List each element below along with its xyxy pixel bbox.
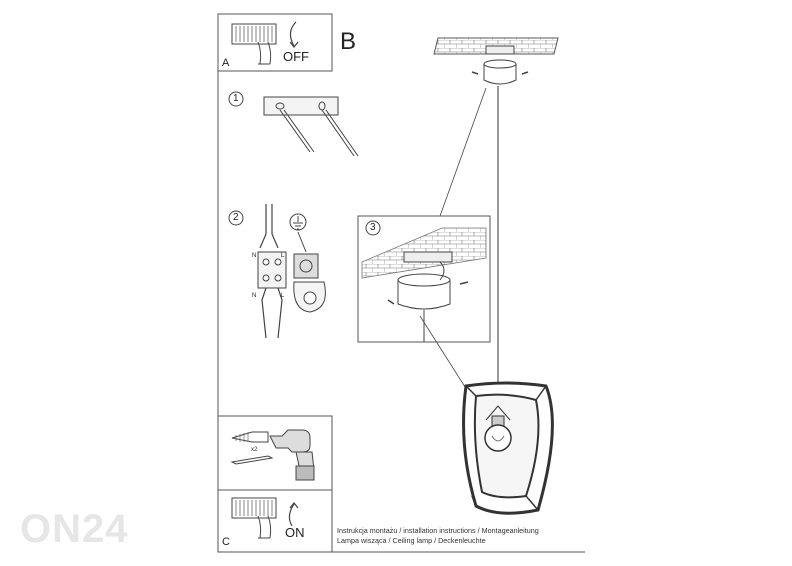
watermark-logo: ON24	[20, 507, 129, 551]
step-2-number: 2	[233, 212, 239, 223]
light-bulb-icon	[484, 424, 512, 452]
tools-panel	[217, 415, 333, 491]
terminal-block	[257, 251, 287, 289]
quantity-label: x2	[251, 447, 258, 453]
wire-icon	[321, 109, 359, 157]
hand-icon	[257, 515, 272, 539]
panel-c-switch-on	[217, 489, 333, 553]
ground-symbol-icon	[289, 213, 307, 231]
step-2-illustration	[228, 204, 326, 339]
caption-line-2: Lampa wisząca / Ceiling lamp / Deckenleu…	[337, 536, 486, 545]
step-3-illustration	[357, 215, 491, 343]
hand-icon	[257, 41, 272, 65]
step-2-badge	[228, 210, 244, 226]
lamp-shade	[462, 381, 554, 515]
breaker-icon	[231, 23, 277, 45]
caption-line-1: Instrukcja montażu / installation instru…	[337, 526, 539, 535]
wall-plug-icon	[231, 431, 269, 443]
ground-terminal	[293, 253, 319, 279]
panel-c-label: C	[222, 536, 230, 548]
section-b-label: B	[340, 28, 357, 55]
mounting-bracket	[403, 251, 453, 263]
screw-icon	[387, 281, 469, 305]
wire-icon	[279, 109, 315, 153]
panel-a-switch-off	[217, 13, 333, 72]
step-3-badge	[365, 220, 381, 236]
terminal-n-bottom: N	[252, 293, 257, 299]
off-label: OFF	[283, 49, 309, 64]
terminal-n-top: N	[252, 253, 257, 259]
step-1-number: 1	[233, 93, 239, 104]
detail-pointer	[439, 87, 487, 217]
breaker-icon	[231, 497, 277, 519]
arrow-down-icon	[289, 21, 297, 47]
panel-a-label: A	[222, 57, 230, 69]
ceiling-lamp-diagram	[419, 37, 559, 515]
terminal-l-bottom: L	[281, 293, 285, 299]
screw-icon	[230, 455, 274, 465]
on-label: ON	[285, 525, 305, 540]
step-3-number: 3	[370, 222, 376, 233]
arrow-up-icon	[288, 503, 295, 527]
step-1-illustration	[228, 91, 359, 157]
step-1-badge	[228, 91, 244, 107]
drill-icon	[269, 429, 315, 481]
mounting-plate	[263, 96, 339, 116]
terminal-l-top: L	[281, 253, 285, 259]
